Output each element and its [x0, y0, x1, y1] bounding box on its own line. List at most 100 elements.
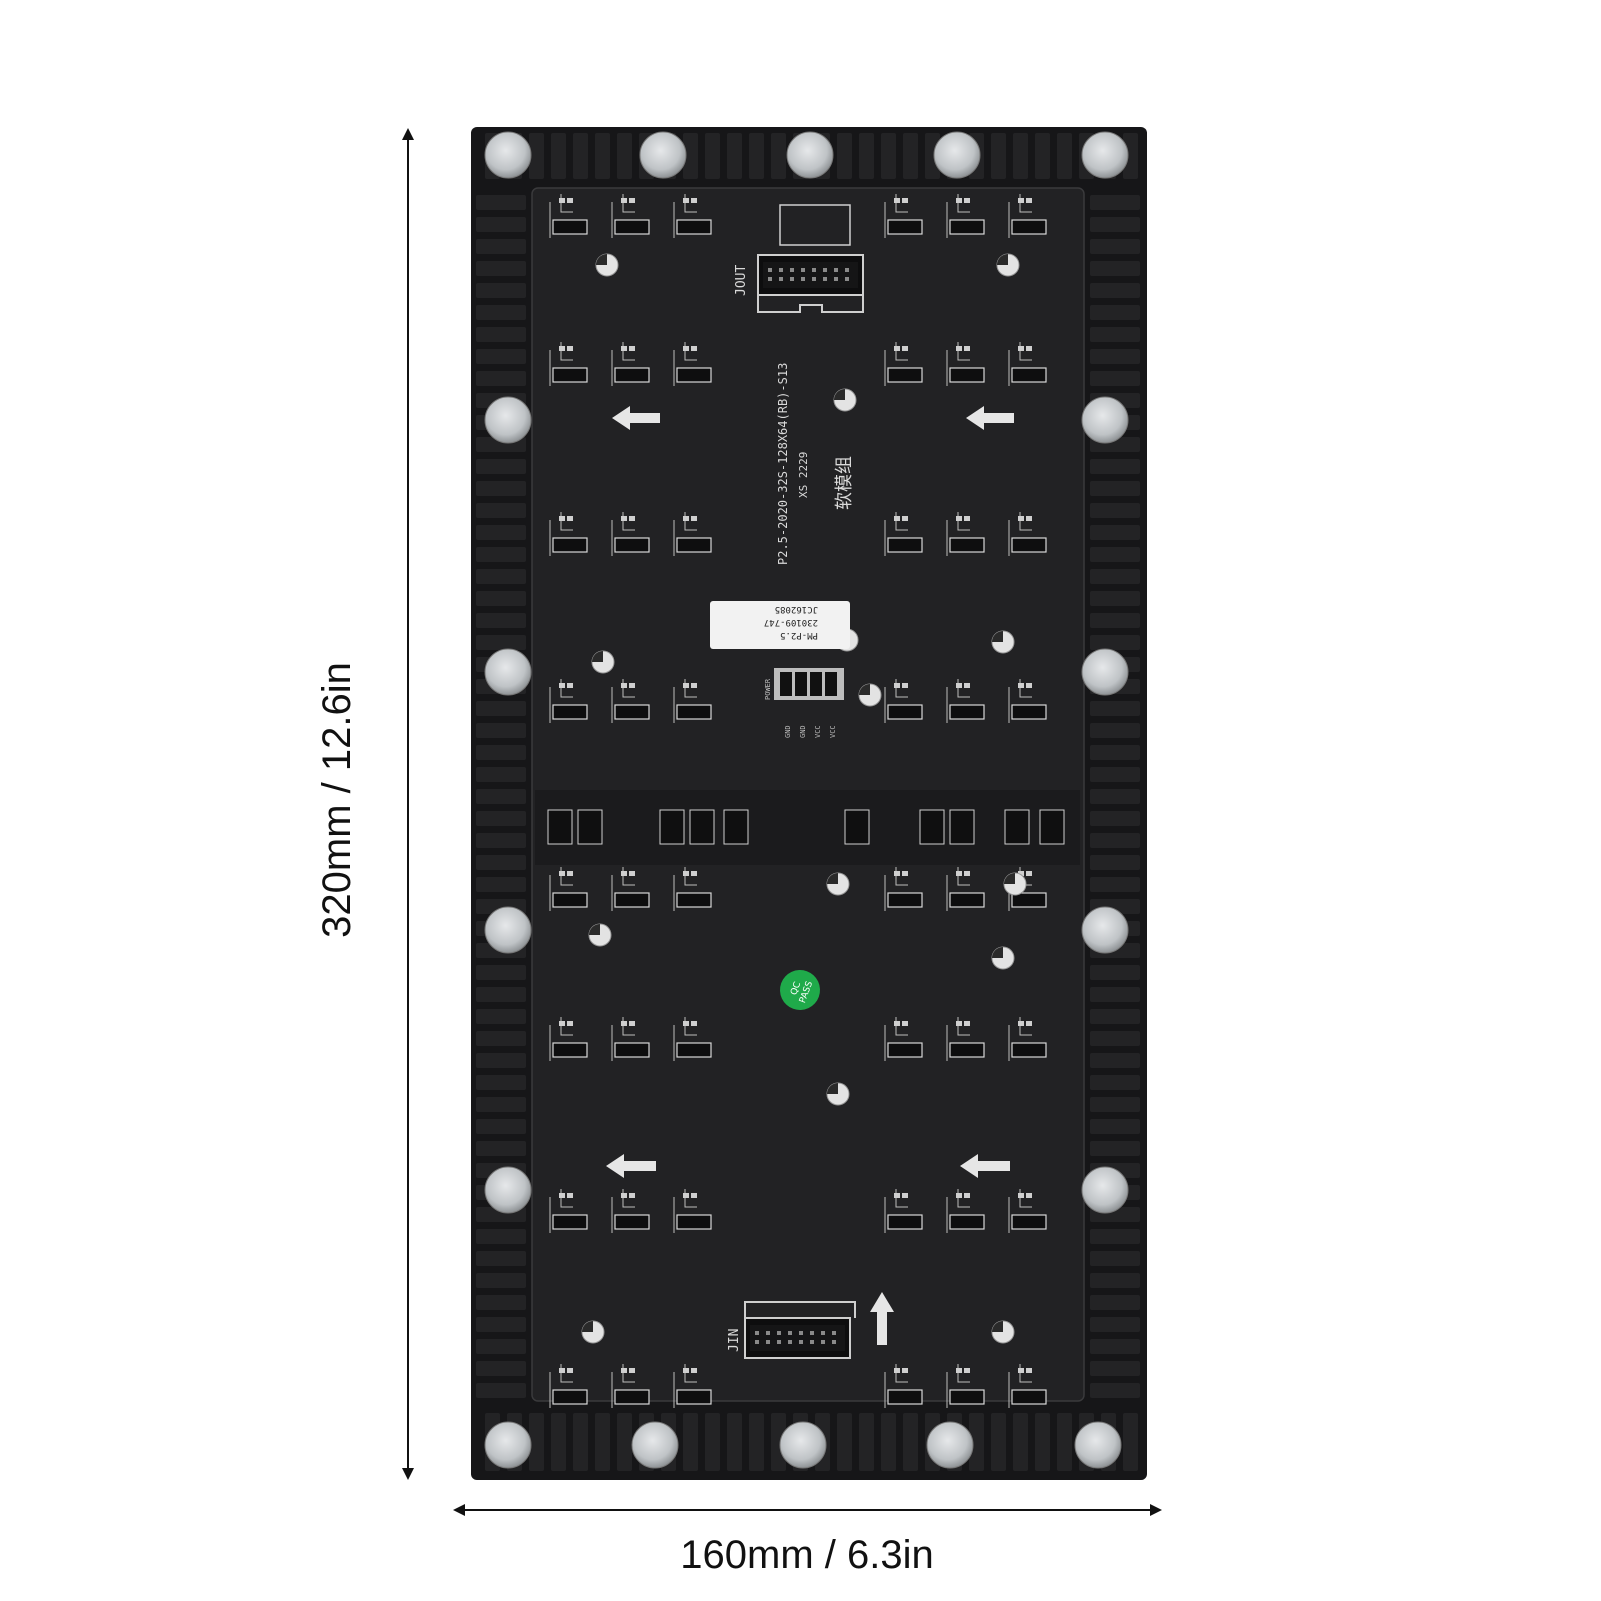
frame-rib: [476, 1119, 526, 1134]
smd-resistor: [691, 1021, 697, 1026]
capacitor-marking: [859, 684, 870, 695]
module-type-text: 软模组: [834, 456, 855, 510]
frame-rib: [476, 855, 526, 870]
capacitor-marking: [827, 873, 838, 884]
smd-resistor: [629, 346, 635, 351]
smd-resistor: [1018, 1193, 1024, 1198]
frame-rib: [859, 1413, 874, 1471]
frame-rib: [881, 1413, 896, 1471]
smd-resistor: [956, 198, 962, 203]
driver-chip: [614, 219, 650, 235]
frame-rib: [1090, 1383, 1140, 1398]
frame-rib: [1090, 569, 1140, 584]
frame-rib: [1090, 855, 1140, 870]
smd-resistor: [902, 871, 908, 876]
capacitor-marking: [997, 254, 1008, 265]
smd-resistor: [621, 683, 627, 688]
frame-rib: [859, 133, 874, 179]
frame-rib: [1013, 1413, 1028, 1471]
frame-rib: [476, 1251, 526, 1266]
smd-resistor: [956, 683, 962, 688]
smd-resistor: [691, 198, 697, 203]
smd-resistor: [691, 871, 697, 876]
magnet: [1081, 1166, 1129, 1214]
frame-rib: [476, 1339, 526, 1354]
smd-resistor: [1018, 198, 1024, 203]
frame-rib: [476, 239, 526, 254]
frame-rib: [476, 613, 526, 628]
smd-resistor: [567, 198, 573, 203]
frame-rib: [476, 811, 526, 826]
frame-rib: [476, 283, 526, 298]
frame-rib: [1090, 1339, 1140, 1354]
frame-rib: [1090, 1009, 1140, 1024]
smd-resistor: [621, 346, 627, 351]
frame-rib: [1090, 525, 1140, 540]
driver-chip: [887, 704, 923, 720]
driver-chip: [887, 367, 923, 383]
frame-rib: [476, 767, 526, 782]
magnet: [1081, 906, 1129, 954]
smd-resistor: [1026, 346, 1032, 351]
driver-chip: [614, 1389, 650, 1405]
frame-rib: [476, 723, 526, 738]
smd-resistor: [964, 346, 970, 351]
strip-chip: [919, 809, 945, 845]
smd-resistor: [956, 1193, 962, 1198]
frame-rib: [1090, 1141, 1140, 1156]
strip-chip: [659, 809, 685, 845]
frame-rib: [1123, 1413, 1138, 1471]
qc-text: QC: [789, 981, 803, 997]
smd-resistor: [1018, 683, 1024, 688]
connector-pin: [810, 1340, 814, 1344]
capacitor-marking: [592, 651, 603, 662]
frame-rib: [1090, 1229, 1140, 1244]
smd-resistor: [894, 1368, 900, 1373]
driver-chip: [676, 704, 712, 720]
driver-chip: [1011, 219, 1047, 235]
frame-rib: [1090, 239, 1140, 254]
smd-resistor: [559, 346, 565, 351]
frame-rib: [1090, 833, 1140, 848]
frame-rib: [1090, 613, 1140, 628]
strip-chip: [1004, 809, 1030, 845]
capacitor-marking: [992, 947, 1003, 958]
frame-rib: [476, 349, 526, 364]
width-dimension: [453, 1504, 1162, 1516]
driver-chip: [949, 219, 985, 235]
connector-pin: [779, 277, 783, 281]
smd-resistor: [629, 1021, 635, 1026]
smd-resistor: [621, 871, 627, 876]
led-module-board: JOUT JIN P2.5-2020-32S-128X64(RB)-S13 XS…: [471, 127, 1147, 1480]
component-strip: [535, 790, 1080, 865]
driver-chip: [614, 367, 650, 383]
serial-sticker: PM-P2.5 230109-747 JC162085: [710, 601, 850, 649]
smd-resistor: [567, 683, 573, 688]
frame-rib: [705, 1413, 720, 1471]
magnet: [786, 131, 834, 179]
direction-arrow-icon: [606, 406, 1014, 1345]
strip-chip: [723, 809, 749, 845]
driver-chip: [1011, 1214, 1047, 1230]
frame-rib: [1090, 481, 1140, 496]
smd-resistor: [894, 683, 900, 688]
connector-pin: [755, 1331, 759, 1335]
driver-chip: [552, 704, 588, 720]
connector-pin: [845, 277, 849, 281]
driver-chip: [1011, 704, 1047, 720]
driver-chip: [949, 537, 985, 553]
frame-rib: [476, 1229, 526, 1244]
capacitor-marking: [582, 1321, 593, 1332]
driver-chip: [1011, 892, 1047, 908]
frame-rib: [1090, 1075, 1140, 1090]
driver-chip: [949, 1042, 985, 1058]
driver-chip: [676, 1214, 712, 1230]
frame-rib: [1090, 877, 1140, 892]
driver-chip: [676, 1389, 712, 1405]
driver-chip: [552, 1214, 588, 1230]
driver-chip: [552, 1042, 588, 1058]
frame-rib: [1090, 745, 1140, 760]
driver-chip: [887, 892, 923, 908]
connector-pin: [834, 268, 838, 272]
